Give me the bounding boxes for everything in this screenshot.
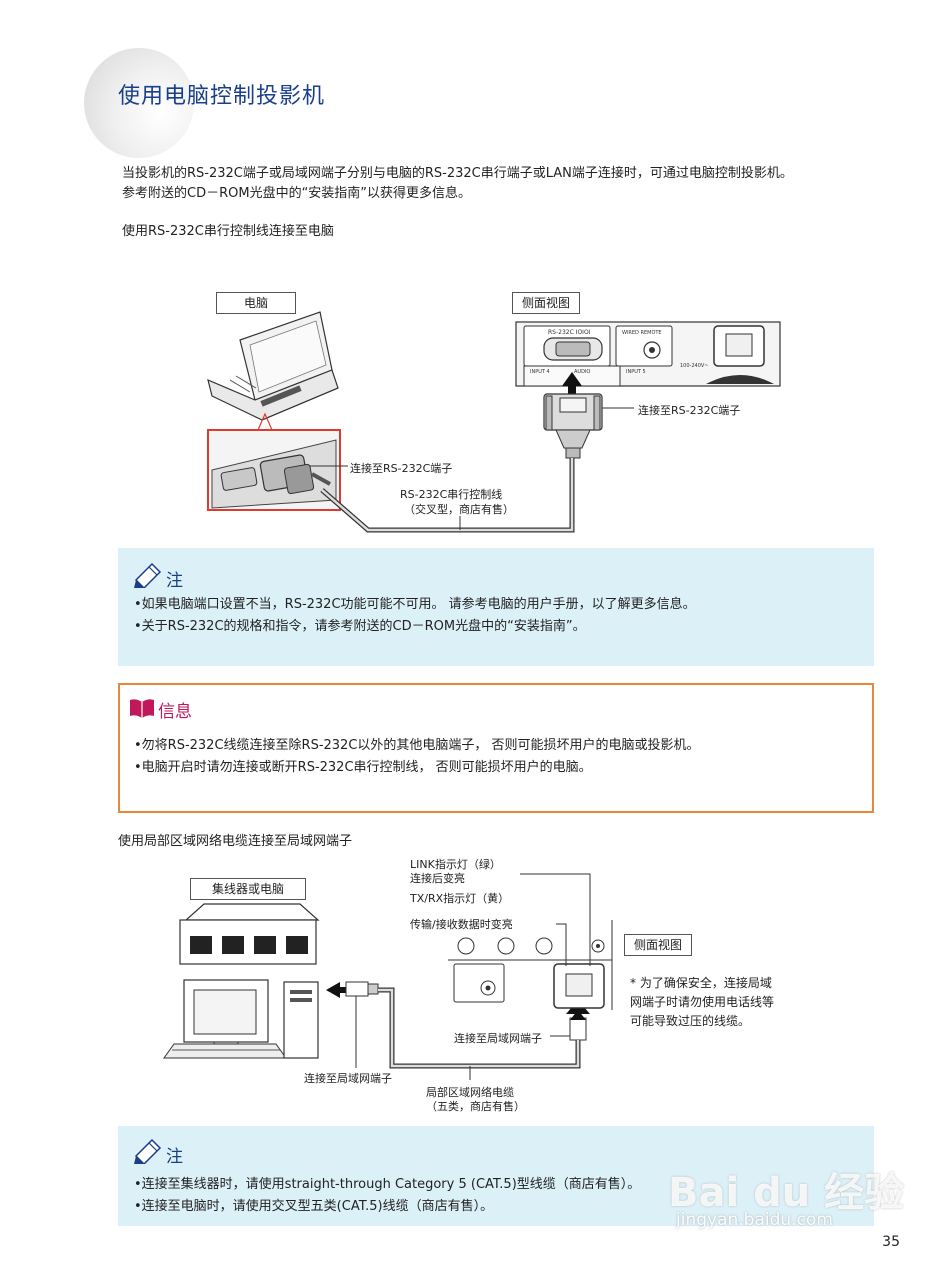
note-line: •如果电脑端口设置不当，RS-232C功能可能不可用。 请参考电脑的用户手册，以… <box>134 597 696 612</box>
svg-text:100-240V~: 100-240V~ <box>680 363 709 369</box>
intro-line-1: 当投影机的RS-232C端子或局域网端子分别与电脑的RS-232C串行端子或LA… <box>122 166 793 181</box>
connect-projector-lan-label: 连接至局域网端子 <box>454 1032 542 1045</box>
hub-label: 集线器或电脑 <box>190 878 306 900</box>
txrx-note: 传输/接收数据时变亮 <box>410 918 513 931</box>
db9-connector-icon <box>543 393 603 459</box>
link-led-note: 连接后变亮 <box>410 872 465 885</box>
safety-note: * 为了确保安全，连接局域 网端子时请勿使用电话线等 可能导致过压的线缆。 <box>630 974 774 1031</box>
side-view-label-2: 侧面视图 <box>624 934 692 956</box>
computer-label: 电脑 <box>216 292 296 314</box>
laptop-icon <box>207 311 339 421</box>
info-line: •电脑开启时请勿连接或断开RS-232C串行控制线， 否则可能损坏用户的电脑。 <box>134 760 592 775</box>
lan-cable-note: （五类，商店有售） <box>426 1100 525 1113</box>
page-title: 使用电脑控制投影机 <box>118 84 326 109</box>
safety-line-2: 网端子时请勿使用电话线等 <box>630 995 775 1009</box>
safety-line-1: * 为了确保安全，连接局域 <box>630 976 772 990</box>
hub-icon <box>179 903 320 965</box>
svg-text:RS-232C IOIOI: RS-232C IOIOI <box>548 329 591 336</box>
note-box-2: 注 •连接至集线器时，请使用straight-through Category … <box>118 1126 874 1226</box>
note-line: •连接至集线器时，请使用straight-through Category 5 … <box>134 1177 641 1192</box>
pencil-icon <box>132 560 164 592</box>
lan-diagram-art <box>163 873 613 1080</box>
watermark-brand: Bai du 经验 <box>668 1170 905 1216</box>
info-line: •勿将RS-232C线缆连接至除RS-232C以外的其他电脑端子， 否则可能损坏… <box>134 738 700 753</box>
watermark-url: jingyan.baidu.com <box>676 1210 833 1230</box>
svg-text:WIRED REMOTE: WIRED REMOTE <box>622 330 662 336</box>
projector-side-panel-2 <box>448 920 613 1010</box>
intro-line-2: 参考附送的CD－ROM光盘中的“安装指南”以获得更多信息。 <box>122 186 472 201</box>
cable-note-label: （交叉型，商店有售） <box>404 503 514 516</box>
lan-cable-name: 局部区域网络电缆 <box>426 1086 514 1099</box>
info-box: 信息 •勿将RS-232C线缆连接至除RS-232C以外的其他电脑端子， 否则可… <box>118 683 874 813</box>
note-title: 注 <box>166 1147 183 1167</box>
connect-projector-label: 连接至RS-232C端子 <box>638 404 741 417</box>
note-line: •连接至电脑时，请使用交叉型五类(CAT.5)线缆（商店有售）。 <box>134 1199 494 1214</box>
side-view-label: 侧面视图 <box>512 292 580 314</box>
note-title: 注 <box>166 571 183 591</box>
svg-text:AUDIO: AUDIO <box>574 369 590 375</box>
projector-side-panel: RS-232C IOIOI WIRED REMOTE INPUT 4 AUDIO… <box>515 321 781 387</box>
cable-name-label: RS-232C串行控制线 <box>400 488 503 501</box>
section-heading-lan: 使用局部区域网络电缆连接至局域网端子 <box>118 834 353 849</box>
svg-text:INPUT 5: INPUT 5 <box>626 369 646 375</box>
rs232-diagram-art: RS-232C IOIOI WIRED REMOTE INPUT 4 AUDIO… <box>207 311 781 533</box>
info-title: 信息 <box>158 702 192 722</box>
section-heading-rs232: 使用RS-232C串行控制线连接至电脑 <box>122 224 334 239</box>
note-box-1: 注 •如果电脑端口设置不当，RS-232C功能可能不可用。 请参考电脑的用户手册… <box>118 548 874 666</box>
book-icon <box>128 697 156 723</box>
desktop-computer-icon <box>163 979 319 1059</box>
intro-text: 当投影机的RS-232C端子或局域网端子分别与电脑的RS-232C串行端子或LA… <box>122 164 793 204</box>
svg-text:INPUT 4: INPUT 4 <box>530 369 550 375</box>
pencil-icon <box>132 1136 164 1168</box>
note-line: •关于RS-232C的规格和指令，请参考附送的CD－ROM光盘中的“安装指南”。 <box>134 619 586 634</box>
connect-pc-label: 连接至RS-232C端子 <box>350 462 453 475</box>
title-decoration <box>84 48 194 158</box>
safety-line-3: 可能导致过压的线缆。 <box>630 1014 751 1028</box>
txrx-led-label: TX/RX指示灯（黄） <box>410 892 510 905</box>
page-number: 35 <box>882 1234 900 1250</box>
connect-pc-lan-label: 连接至局域网端子 <box>304 1072 392 1085</box>
link-led-label: LINK指示灯（绿） <box>410 858 501 871</box>
